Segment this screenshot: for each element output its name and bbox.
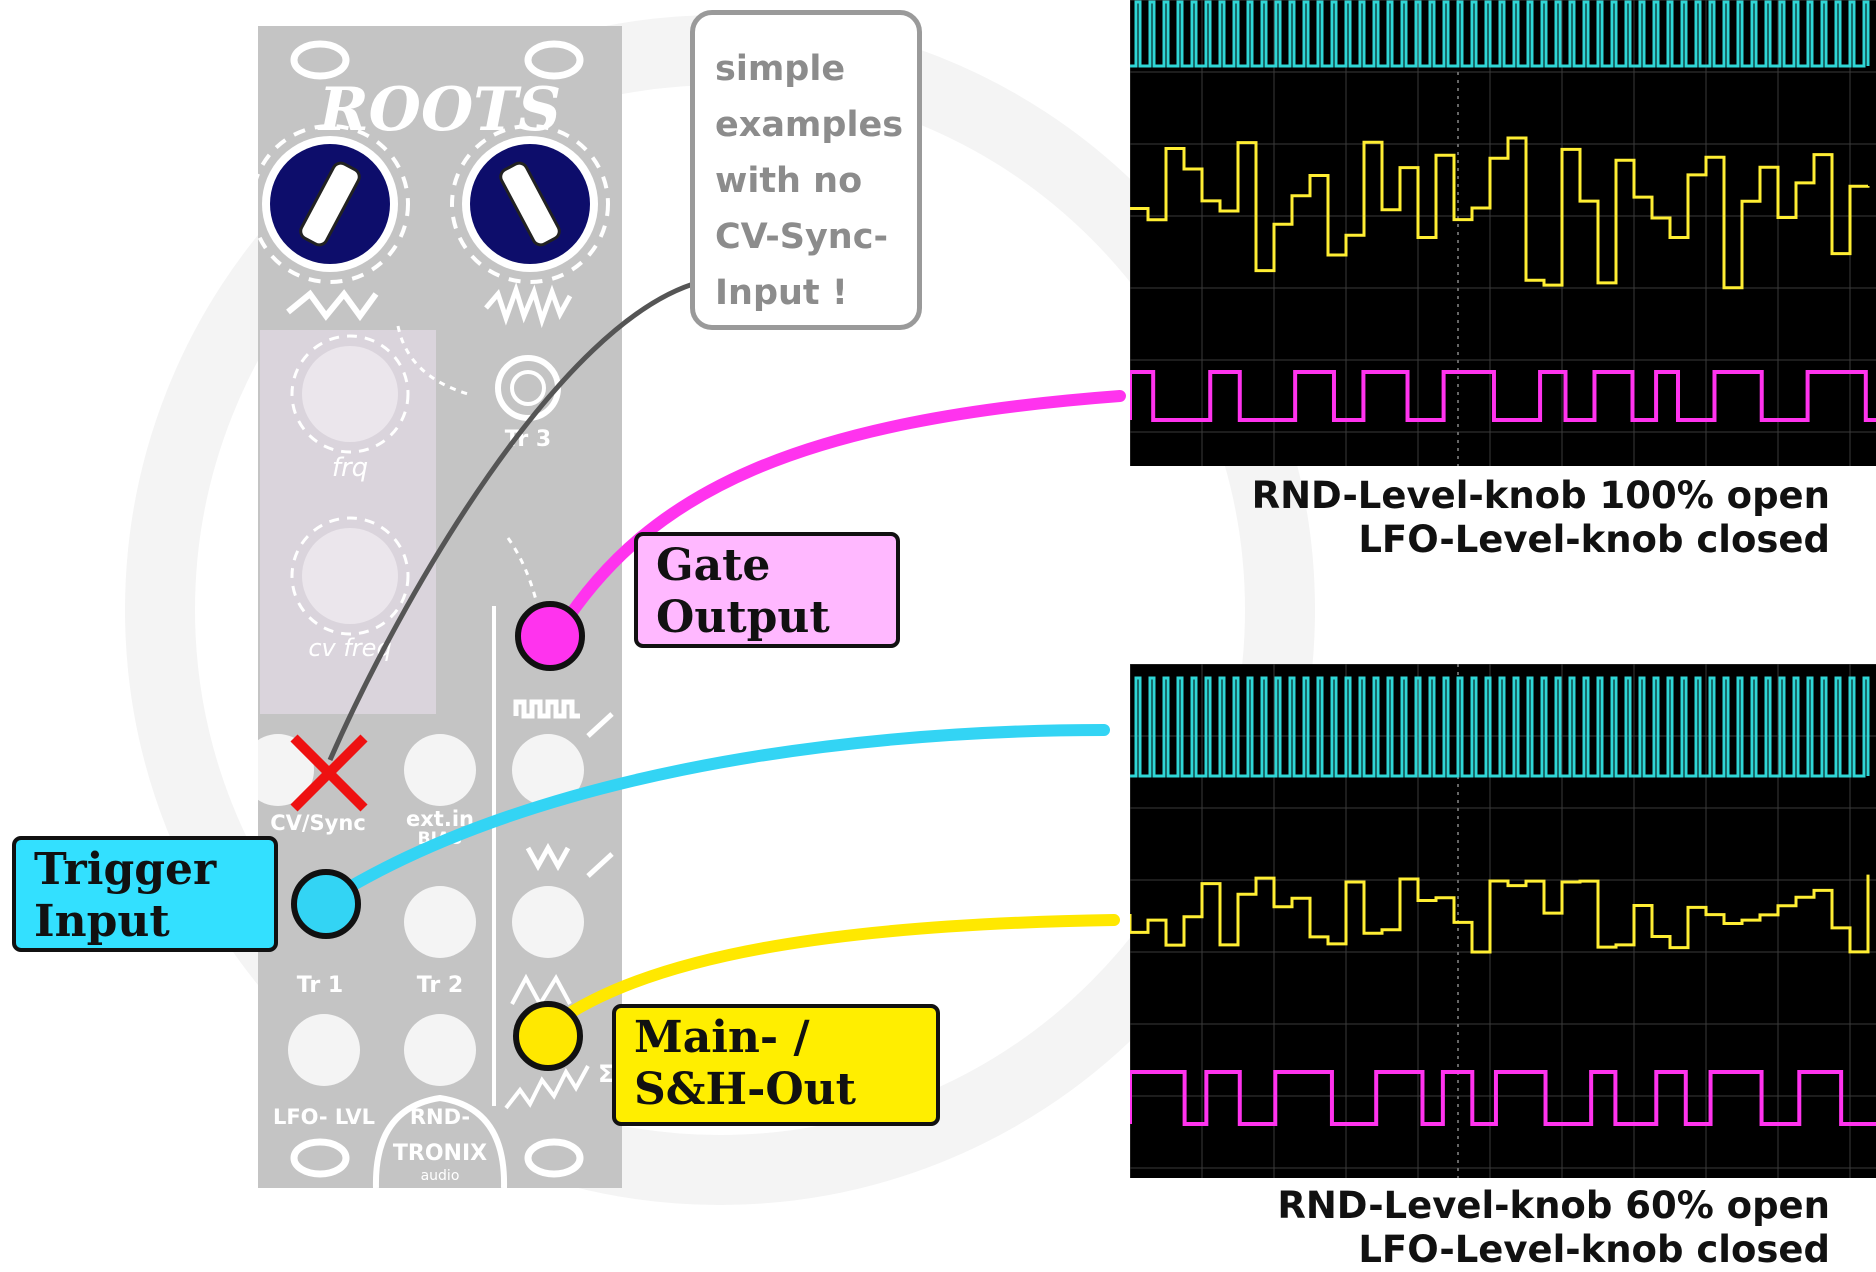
arrow-icon <box>586 712 614 738</box>
jack-inner-ring <box>510 370 546 406</box>
scope-traces-1 <box>1130 0 1876 466</box>
gate-cable <box>554 390 1126 636</box>
jack-socket[interactable] <box>512 734 584 806</box>
note-line: examples <box>715 105 904 145</box>
tr1-label: Tr 1 <box>297 973 343 998</box>
callout-line: Trigger <box>34 844 217 895</box>
dashed-guide <box>396 325 469 396</box>
jack-socket[interactable] <box>512 886 584 958</box>
mounting-hole-icon <box>524 40 584 80</box>
oscilloscope-screen-2 <box>1130 664 1876 1178</box>
trigger-trace <box>1130 676 1870 778</box>
sum-wave-icon <box>504 1065 590 1110</box>
ext-in-jack[interactable] <box>404 734 476 806</box>
caption-line: RND-Level-knob 60% open <box>1277 1184 1830 1227</box>
maker-logo-sub: audio <box>421 1168 460 1184</box>
rnd-lvl-label: RND- <box>410 1105 470 1129</box>
mounting-hole-icon <box>290 40 350 80</box>
scope-traces-2 <box>1130 664 1876 1178</box>
rnd-level-knob[interactable] <box>404 1014 476 1086</box>
oscilloscope-screen-1 <box>1130 0 1876 466</box>
callout-line: Input <box>34 896 170 947</box>
note-line: CV-Sync- <box>715 217 888 257</box>
lfo-lvl-label: LFO- LVL <box>273 1105 375 1129</box>
caption-line: RND-Level-knob 100% open <box>1251 474 1830 517</box>
callout-line: Output <box>656 592 830 643</box>
gate-trace <box>1130 370 1876 422</box>
knob-scale-ring <box>450 124 610 284</box>
output-trace <box>1130 874 1870 954</box>
disabled-input-x-icon <box>290 734 368 812</box>
cv-sync-label: CV/Sync <box>270 811 366 835</box>
trigger-plug[interactable] <box>291 869 361 939</box>
knob-scale-ring <box>258 124 410 284</box>
output-trace <box>1130 136 1870 290</box>
note-pointer-line <box>327 279 701 762</box>
maker-logo: TRONIX <box>393 1141 487 1166</box>
maker-logo-arc <box>372 1094 508 1188</box>
mounting-hole-icon <box>290 1138 350 1178</box>
note-bubble: simple examples with no CV-Sync- Input ! <box>690 10 922 330</box>
callout-line: Gate <box>656 540 771 591</box>
note-line: simple <box>715 49 846 89</box>
arrow-icon <box>586 852 614 878</box>
sum-icon: Σ <box>598 1060 614 1088</box>
tr2-label: Tr 2 <box>417 973 463 998</box>
gate-trace <box>1130 1070 1876 1126</box>
knob-pointer <box>499 161 561 247</box>
gate-plug[interactable] <box>515 601 585 671</box>
mounting-hole-icon <box>524 1138 584 1178</box>
main-plug[interactable] <box>513 1001 583 1071</box>
frq-label: frq <box>332 453 368 483</box>
note-line: with no <box>715 161 863 201</box>
roots-module-panel: ROOTS frq cv freq Tr 3 <box>258 26 622 1188</box>
trigger-cable <box>322 724 1110 906</box>
caption-line: LFO-Level-knob closed <box>1358 1228 1830 1271</box>
scope-caption-1: RND-Level-knob 100% open LFO-Level-knob … <box>1252 474 1830 562</box>
frq-knob[interactable] <box>302 346 398 442</box>
scope-caption-2: RND-Level-knob 60% open LFO-Level-knob c… <box>1277 1184 1830 1272</box>
gate-pulse-icon <box>513 699 580 719</box>
main-out-callout: Main- / S&H-Out <box>612 1004 940 1126</box>
lfo-wave-icon <box>286 289 379 322</box>
caption-line: LFO-Level-knob closed <box>1358 518 1830 561</box>
dashed-guide <box>506 537 540 609</box>
cv-freq-knob[interactable] <box>302 528 398 624</box>
trigger-trace <box>1130 0 1870 68</box>
tr2-jack[interactable] <box>404 886 476 958</box>
cv-sync-jack[interactable] <box>258 734 314 806</box>
main-cable <box>542 914 1120 1034</box>
callout-line: S&H-Out <box>634 1064 856 1115</box>
lfo-level-knob[interactable] <box>288 1014 360 1086</box>
callout-line: Main- / <box>634 1012 810 1063</box>
trigger-input-callout: Trigger Input <box>12 836 278 952</box>
triangle-wave-icon <box>525 842 571 872</box>
knob-scale-ring <box>290 516 410 636</box>
note-line: Input ! <box>715 273 848 313</box>
knob-scale-ring <box>290 334 410 454</box>
brand-logo: ROOTS <box>317 75 561 145</box>
random-wave-icon <box>484 282 573 329</box>
gate-output-callout: Gate Output <box>634 532 900 648</box>
knob-pointer <box>299 161 361 247</box>
